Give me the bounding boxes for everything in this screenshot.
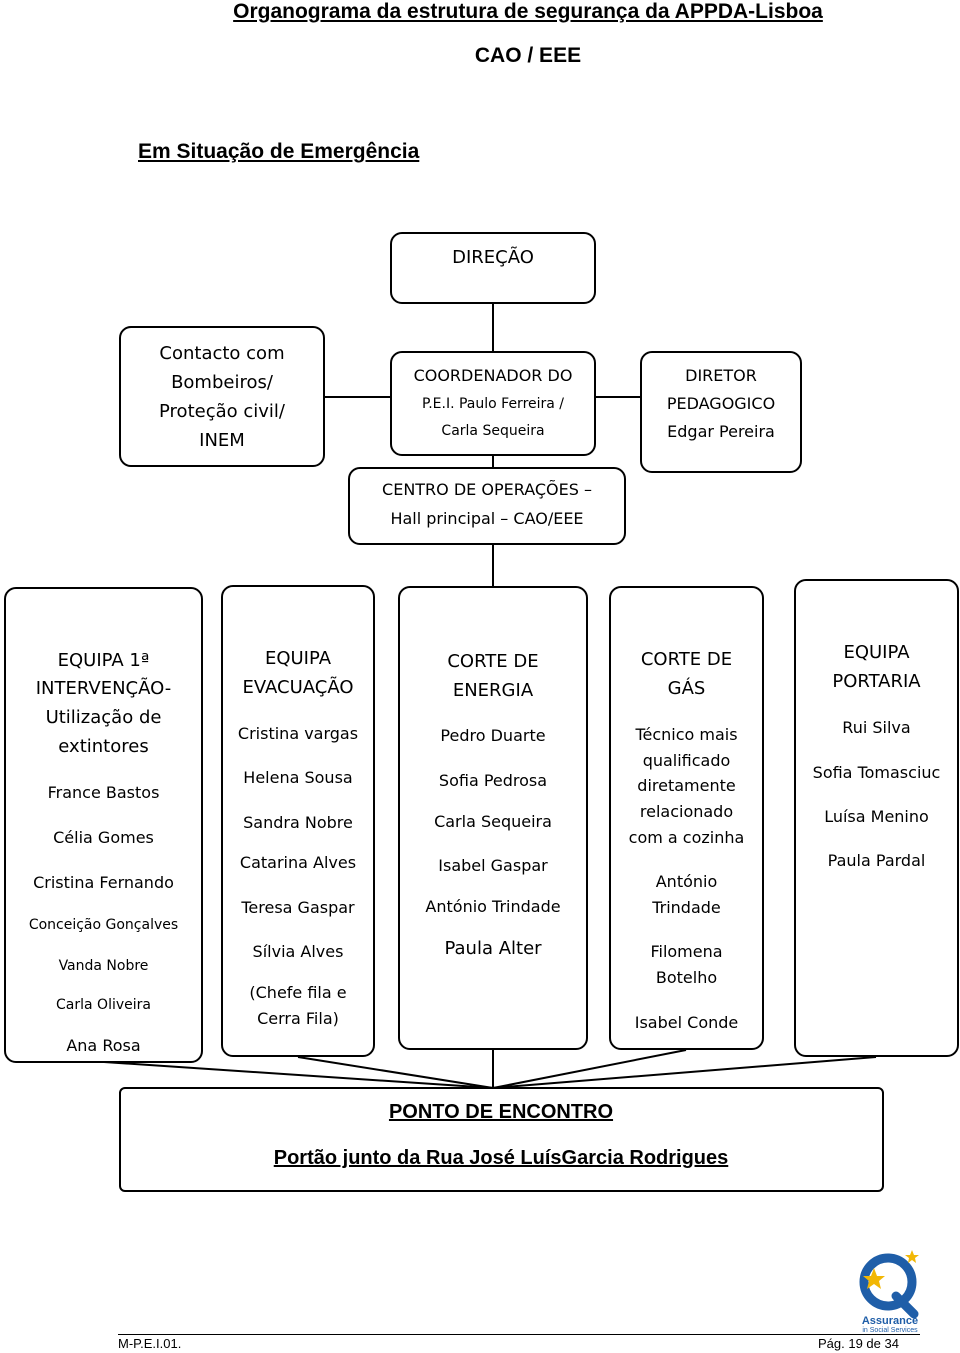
- equipa1-member: France Bastos: [47, 783, 160, 802]
- contacto-box: Contacto com Bombeiros/ Proteção civil/ …: [119, 326, 325, 467]
- equipa-intervencao-box: EQUIPA 1ª INTERVENÇÃO- Utilização de ext…: [4, 587, 203, 1063]
- corte-energia-box: CORTE DE ENERGIA Pedro Duarte Sofia Pedr…: [398, 586, 588, 1050]
- footer-code: M-P.E.I.01.: [118, 1336, 182, 1351]
- contacto-line: Proteção civil/: [159, 401, 285, 422]
- gas-member: Isabel Conde: [634, 1013, 739, 1032]
- gas-member: relacionado: [639, 802, 734, 821]
- direcao-box: DIREÇÃO: [390, 232, 596, 304]
- energia-member: António Trindade: [425, 897, 561, 916]
- evacuacao-member: Cristina vargas: [237, 724, 359, 743]
- logo-text-line: Assurance: [861, 1315, 919, 1327]
- portaria-member: Sofia Tomasciuc: [812, 763, 941, 782]
- diretor-line: DIRETOR: [685, 366, 757, 385]
- portaria-member: Paula Pardal: [827, 851, 926, 870]
- diretor-box: DIRETOR PEDAGOGICO Edgar Pereira: [640, 351, 802, 473]
- equipa1-member: Conceição Gonçalves: [28, 917, 179, 933]
- gas-member: António: [655, 872, 718, 891]
- diretor-line: PEDAGOGICO: [666, 394, 776, 413]
- page-subtitle: CAO / EEE: [474, 44, 582, 67]
- footer-page: Pág. 19 de 34: [818, 1336, 899, 1351]
- centro-operacoes-box: CENTRO DE OPERAÇÕES – Hall principal – C…: [348, 467, 626, 545]
- coordenador-line: COORDENADOR DO: [413, 366, 573, 385]
- equipa-evacuacao-box: EQUIPA EVACUAÇÃO Cristina vargas Helena …: [221, 585, 375, 1057]
- page-title: Organograma da estrutura de segurança da…: [233, 0, 823, 23]
- gas-member: diretamente: [637, 776, 736, 795]
- evacuacao-member: Catarina Alves: [239, 853, 357, 872]
- equipa1-title: INTERVENÇÃO-: [35, 678, 172, 699]
- equipa1-member: Ana Rosa: [66, 1036, 141, 1055]
- evacuacao-member: Sílvia Alves: [252, 942, 344, 961]
- section-heading: Em Situação de Emergência: [138, 140, 420, 163]
- equipa1-member: Cristina Fernando: [33, 873, 174, 892]
- equipa1-title: Utilização de: [45, 707, 162, 728]
- assurance-logo-icon: [859, 1250, 919, 1319]
- coordenador-line: Carla Sequeira: [441, 423, 545, 439]
- energia-member: Paula Alter: [444, 938, 542, 959]
- centro-line: CENTRO DE OPERAÇÕES –: [382, 480, 592, 499]
- footer-divider: [118, 1334, 920, 1335]
- corte-gas-box: CORTE DE GÁS Técnico mais qualificado di…: [609, 586, 764, 1050]
- gas-title: CORTE DE: [640, 649, 733, 670]
- gas-member: Trindade: [652, 898, 721, 917]
- contacto-line: Bombeiros/: [171, 372, 273, 393]
- equipa-portaria-box: EQUIPA PORTARIA Rui Silva Sofia Tomasciu…: [794, 579, 959, 1057]
- ponto-encontro-location: Portão junto da Rua José LuísGarcia Rodr…: [273, 1147, 729, 1169]
- portaria-member: Rui Silva: [842, 718, 911, 737]
- energia-member: Pedro Duarte: [440, 726, 546, 745]
- evacuacao-member: Helena Sousa: [243, 768, 353, 787]
- energia-member: Sofia Pedrosa: [438, 771, 548, 790]
- portaria-title: EQUIPA: [843, 642, 910, 663]
- evacuacao-title: EQUIPA: [264, 648, 332, 669]
- gas-member: qualificado: [642, 751, 731, 770]
- gas-member: com a cozinha: [628, 828, 745, 847]
- centro-line: Hall principal – CAO/EEE: [390, 509, 584, 528]
- evacuacao-member: Teresa Gaspar: [241, 898, 355, 917]
- energia-member: Carla Sequeira: [434, 812, 552, 831]
- ponto-encontro-title: PONTO DE ENCONTRO: [388, 1101, 614, 1123]
- equipa1-member: Carla Oliveira: [56, 997, 151, 1013]
- logo-text: Assurance in Social Services: [852, 1315, 928, 1335]
- direcao-label: DIREÇÃO: [452, 247, 534, 268]
- gas-member: Técnico mais: [635, 725, 738, 744]
- logo-text-line: in Social Services: [862, 1327, 918, 1334]
- equipa1-title: EQUIPA 1ª: [57, 650, 150, 671]
- evacuacao-title: EVACUAÇÃO: [242, 677, 354, 698]
- coordenador-line: P.E.I. Paulo Ferreira /: [421, 396, 565, 412]
- gas-member: Filomena: [650, 942, 723, 961]
- contacto-line: Contacto com: [159, 343, 285, 364]
- gas-member: Botelho: [655, 968, 718, 987]
- ponto-encontro-box: PONTO DE ENCONTRO Portão junto da Rua Jo…: [119, 1087, 884, 1192]
- portaria-member: Luísa Menino: [824, 807, 929, 826]
- equipa1-member: Vanda Nobre: [58, 958, 149, 974]
- evacuacao-member: Cerra Fila): [257, 1009, 339, 1028]
- equipa1-title: extintores: [58, 736, 149, 757]
- evacuacao-member: (Chefe fila e: [249, 983, 347, 1002]
- equipa1-member: Célia Gomes: [53, 828, 154, 847]
- portaria-title: PORTARIA: [832, 671, 921, 692]
- evacuacao-member: Sandra Nobre: [243, 813, 353, 832]
- gas-title: GÁS: [667, 678, 706, 699]
- energia-title: CORTE DE: [447, 651, 539, 672]
- contacto-line: INEM: [199, 430, 245, 451]
- energia-title: ENERGIA: [452, 680, 534, 701]
- diretor-line: Edgar Pereira: [667, 422, 775, 441]
- energia-member: Isabel Gaspar: [438, 856, 548, 875]
- coordenador-box: COORDENADOR DO P.E.I. Paulo Ferreira / C…: [390, 351, 596, 456]
